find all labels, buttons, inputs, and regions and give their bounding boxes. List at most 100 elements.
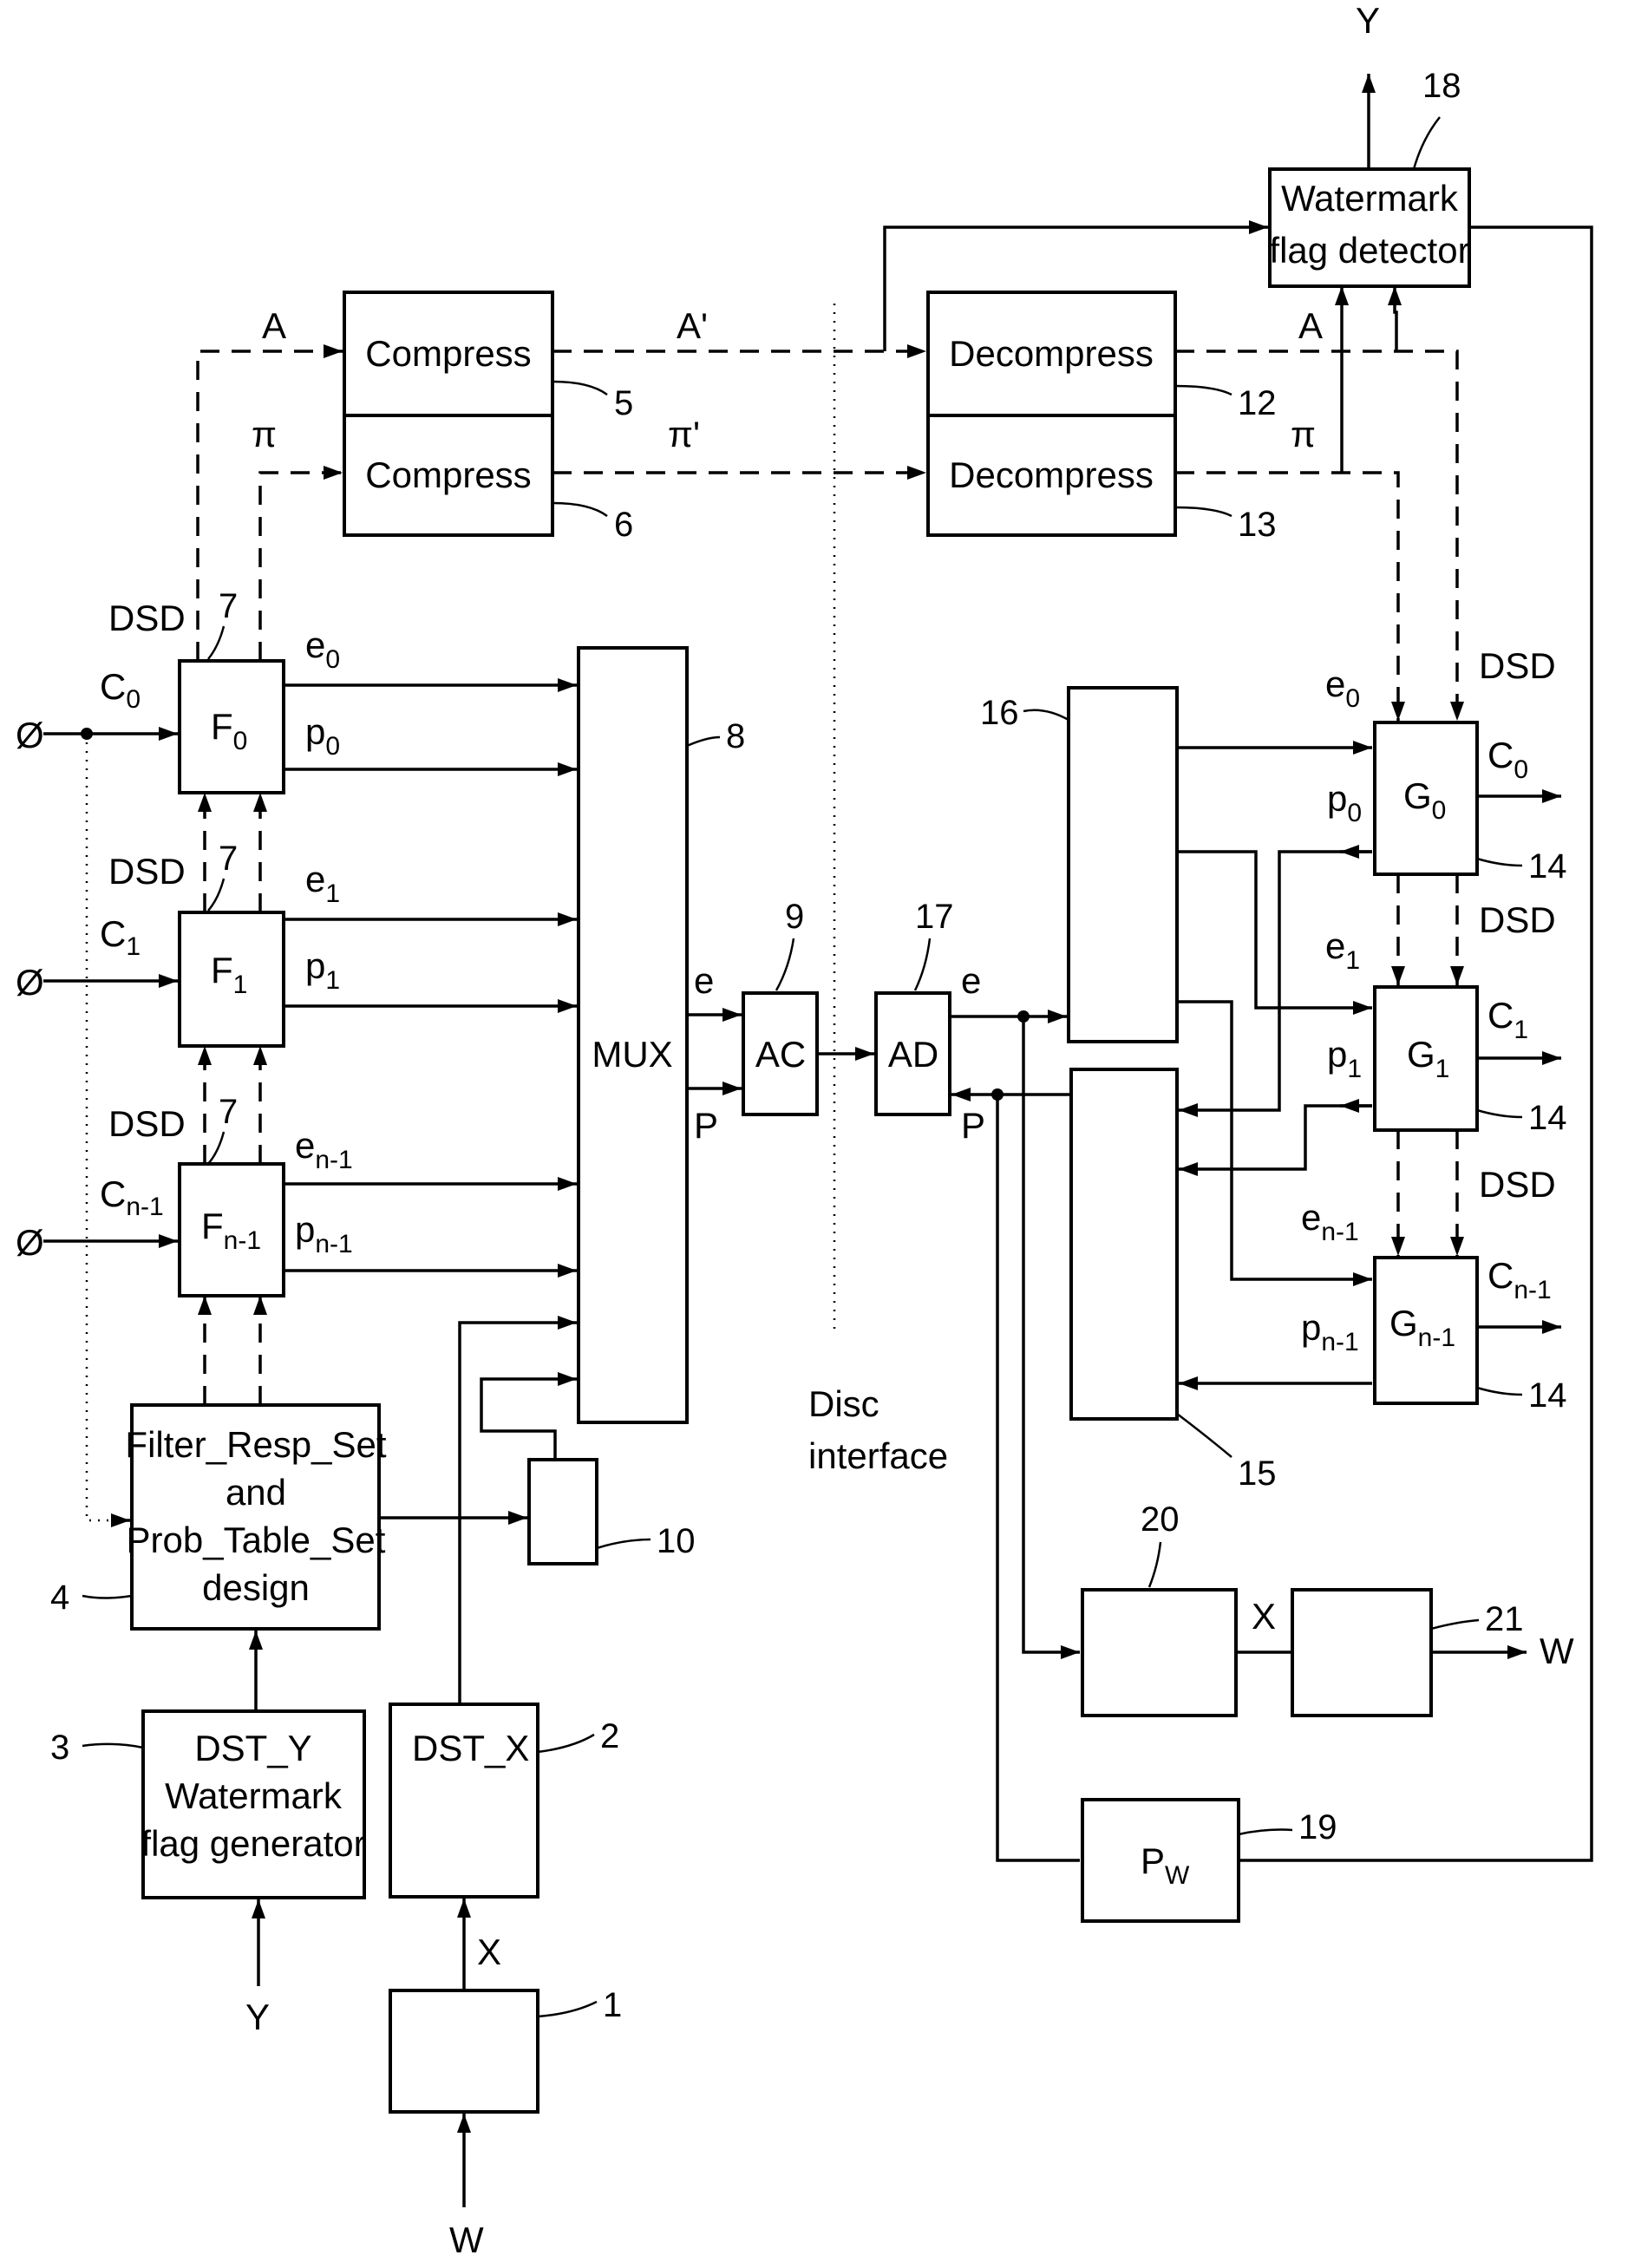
leader-14-g0: [1477, 859, 1522, 866]
label-g-p1: p1: [1327, 1034, 1362, 1083]
label-cn1-out: Cn-1: [1487, 1255, 1552, 1304]
leader-5: [552, 382, 607, 395]
ref-7-fn1: 7: [219, 1093, 238, 1131]
block3-line-1: DST_Y: [194, 1728, 311, 1768]
ref-18: 18: [1422, 67, 1461, 105]
label-dsd-fn1: DSD: [108, 1103, 186, 1144]
leader-2: [538, 1735, 594, 1752]
ref-20: 20: [1141, 1500, 1180, 1539]
leader-17: [915, 938, 930, 990]
ref-5: 5: [614, 384, 633, 422]
block-20: [1082, 1590, 1236, 1716]
dashed-pi-to-compress: [260, 473, 343, 661]
label-y-input: Y: [245, 1997, 270, 2037]
label-a-prime: A': [677, 305, 708, 346]
dst-x-label: DST_X: [412, 1728, 529, 1768]
label-c1: C1: [100, 913, 141, 961]
detector-line-2: flag detector: [1269, 230, 1469, 271]
ad-label: AD: [888, 1034, 938, 1075]
dashed-a-to-g0: [1175, 351, 1457, 721]
label-w-input: W: [449, 2219, 484, 2260]
ref-1: 1: [603, 1986, 622, 2024]
ref-8: 8: [726, 717, 745, 755]
leader-7-fn1: [208, 1132, 224, 1164]
decompress-13-label: Decompress: [949, 454, 1154, 495]
ref-14-g1: 14: [1528, 1099, 1567, 1137]
leader-10: [597, 1539, 651, 1548]
label-dsd-g0: DSD: [1479, 645, 1556, 686]
label-p0: p0: [305, 711, 340, 761]
ref-4: 4: [50, 1578, 69, 1617]
ref-10: 10: [657, 1522, 696, 1560]
leader-16: [1023, 710, 1069, 720]
leader-18: [1414, 117, 1440, 169]
block-1: [390, 1990, 538, 2112]
leader-15: [1177, 1414, 1232, 1457]
leader-7-f0: [208, 626, 224, 659]
label-w-output: W: [1540, 1631, 1574, 1671]
label-pi-encoder: π: [252, 414, 277, 454]
decompress-12-label: Decompress: [949, 333, 1154, 374]
disc-interface-label-1: Disc: [808, 1383, 879, 1424]
label-a-encoder: A: [262, 305, 286, 346]
ref-3: 3: [50, 1729, 69, 1767]
label-dsd-gn1: DSD: [1479, 1164, 1556, 1205]
ref-14-g0: 14: [1528, 847, 1567, 886]
ac-label: AC: [755, 1034, 806, 1075]
block-10: [529, 1460, 597, 1564]
leader-1: [538, 2002, 597, 2016]
line-p-to-pw: [997, 1095, 1080, 1860]
ref-16: 16: [980, 694, 1019, 732]
label-a-decoder: A: [1298, 305, 1323, 346]
label-c1-out: C1: [1487, 995, 1528, 1044]
label-g-pn1: pn-1: [1301, 1307, 1359, 1356]
ref-7-f1: 7: [219, 840, 238, 878]
ref-21: 21: [1485, 1600, 1524, 1638]
leader-14-gn1: [1477, 1388, 1522, 1395]
leader-4: [82, 1596, 132, 1598]
line-block10-to-mux: [481, 1379, 577, 1460]
label-c0-out: C0: [1487, 735, 1528, 784]
label-e-ad: e: [961, 960, 981, 1001]
ref-12: 12: [1238, 384, 1277, 422]
line-a-to-detector: [1395, 286, 1396, 351]
label-cn1: Cn-1: [100, 1173, 164, 1221]
label-e1: e1: [305, 859, 340, 908]
leader-19: [1239, 1830, 1292, 1834]
ref-14-gn1: 14: [1528, 1376, 1567, 1415]
label-p1: p1: [305, 945, 340, 995]
label-pi-prime: π': [668, 414, 700, 454]
design-line-4: design: [202, 1567, 310, 1608]
compress-6-label: Compress: [365, 454, 531, 495]
leader-3: [82, 1744, 143, 1748]
design-line-1: Filter_Resp_Set: [125, 1424, 386, 1465]
label-x-decoder: X: [1252, 1596, 1276, 1637]
leader-7-f1: [208, 879, 224, 911]
block-16: [1069, 688, 1177, 1042]
label-e0: e0: [305, 624, 340, 674]
label-dsd-f1: DSD: [108, 851, 186, 892]
leader-12: [1175, 386, 1232, 395]
disc-interface-label-2: interface: [808, 1435, 948, 1476]
block-21: [1292, 1590, 1431, 1716]
leader-9: [776, 938, 794, 990]
label-pn1: pn-1: [295, 1209, 353, 1258]
line-g1-p-to-15: [1179, 1106, 1372, 1169]
label-g-e1: e1: [1325, 925, 1360, 975]
leader-14-g1: [1477, 1110, 1522, 1117]
design-line-3: Prob_Table_Set: [127, 1520, 386, 1560]
leader-13: [1175, 507, 1232, 516]
ref-17: 17: [915, 898, 954, 936]
leader-8: [687, 737, 720, 746]
block3-line-3: flag generator: [141, 1823, 365, 1864]
leader-21: [1431, 1620, 1479, 1629]
mux-label: MUX: [592, 1034, 672, 1075]
label-e-mux: e: [694, 960, 714, 1001]
label-pi-decoder: π: [1291, 414, 1316, 454]
ref-2: 2: [600, 1717, 619, 1755]
detector-line-1: Watermark: [1281, 178, 1459, 219]
leader-6: [552, 503, 607, 516]
block3-line-2: Watermark: [165, 1775, 343, 1816]
